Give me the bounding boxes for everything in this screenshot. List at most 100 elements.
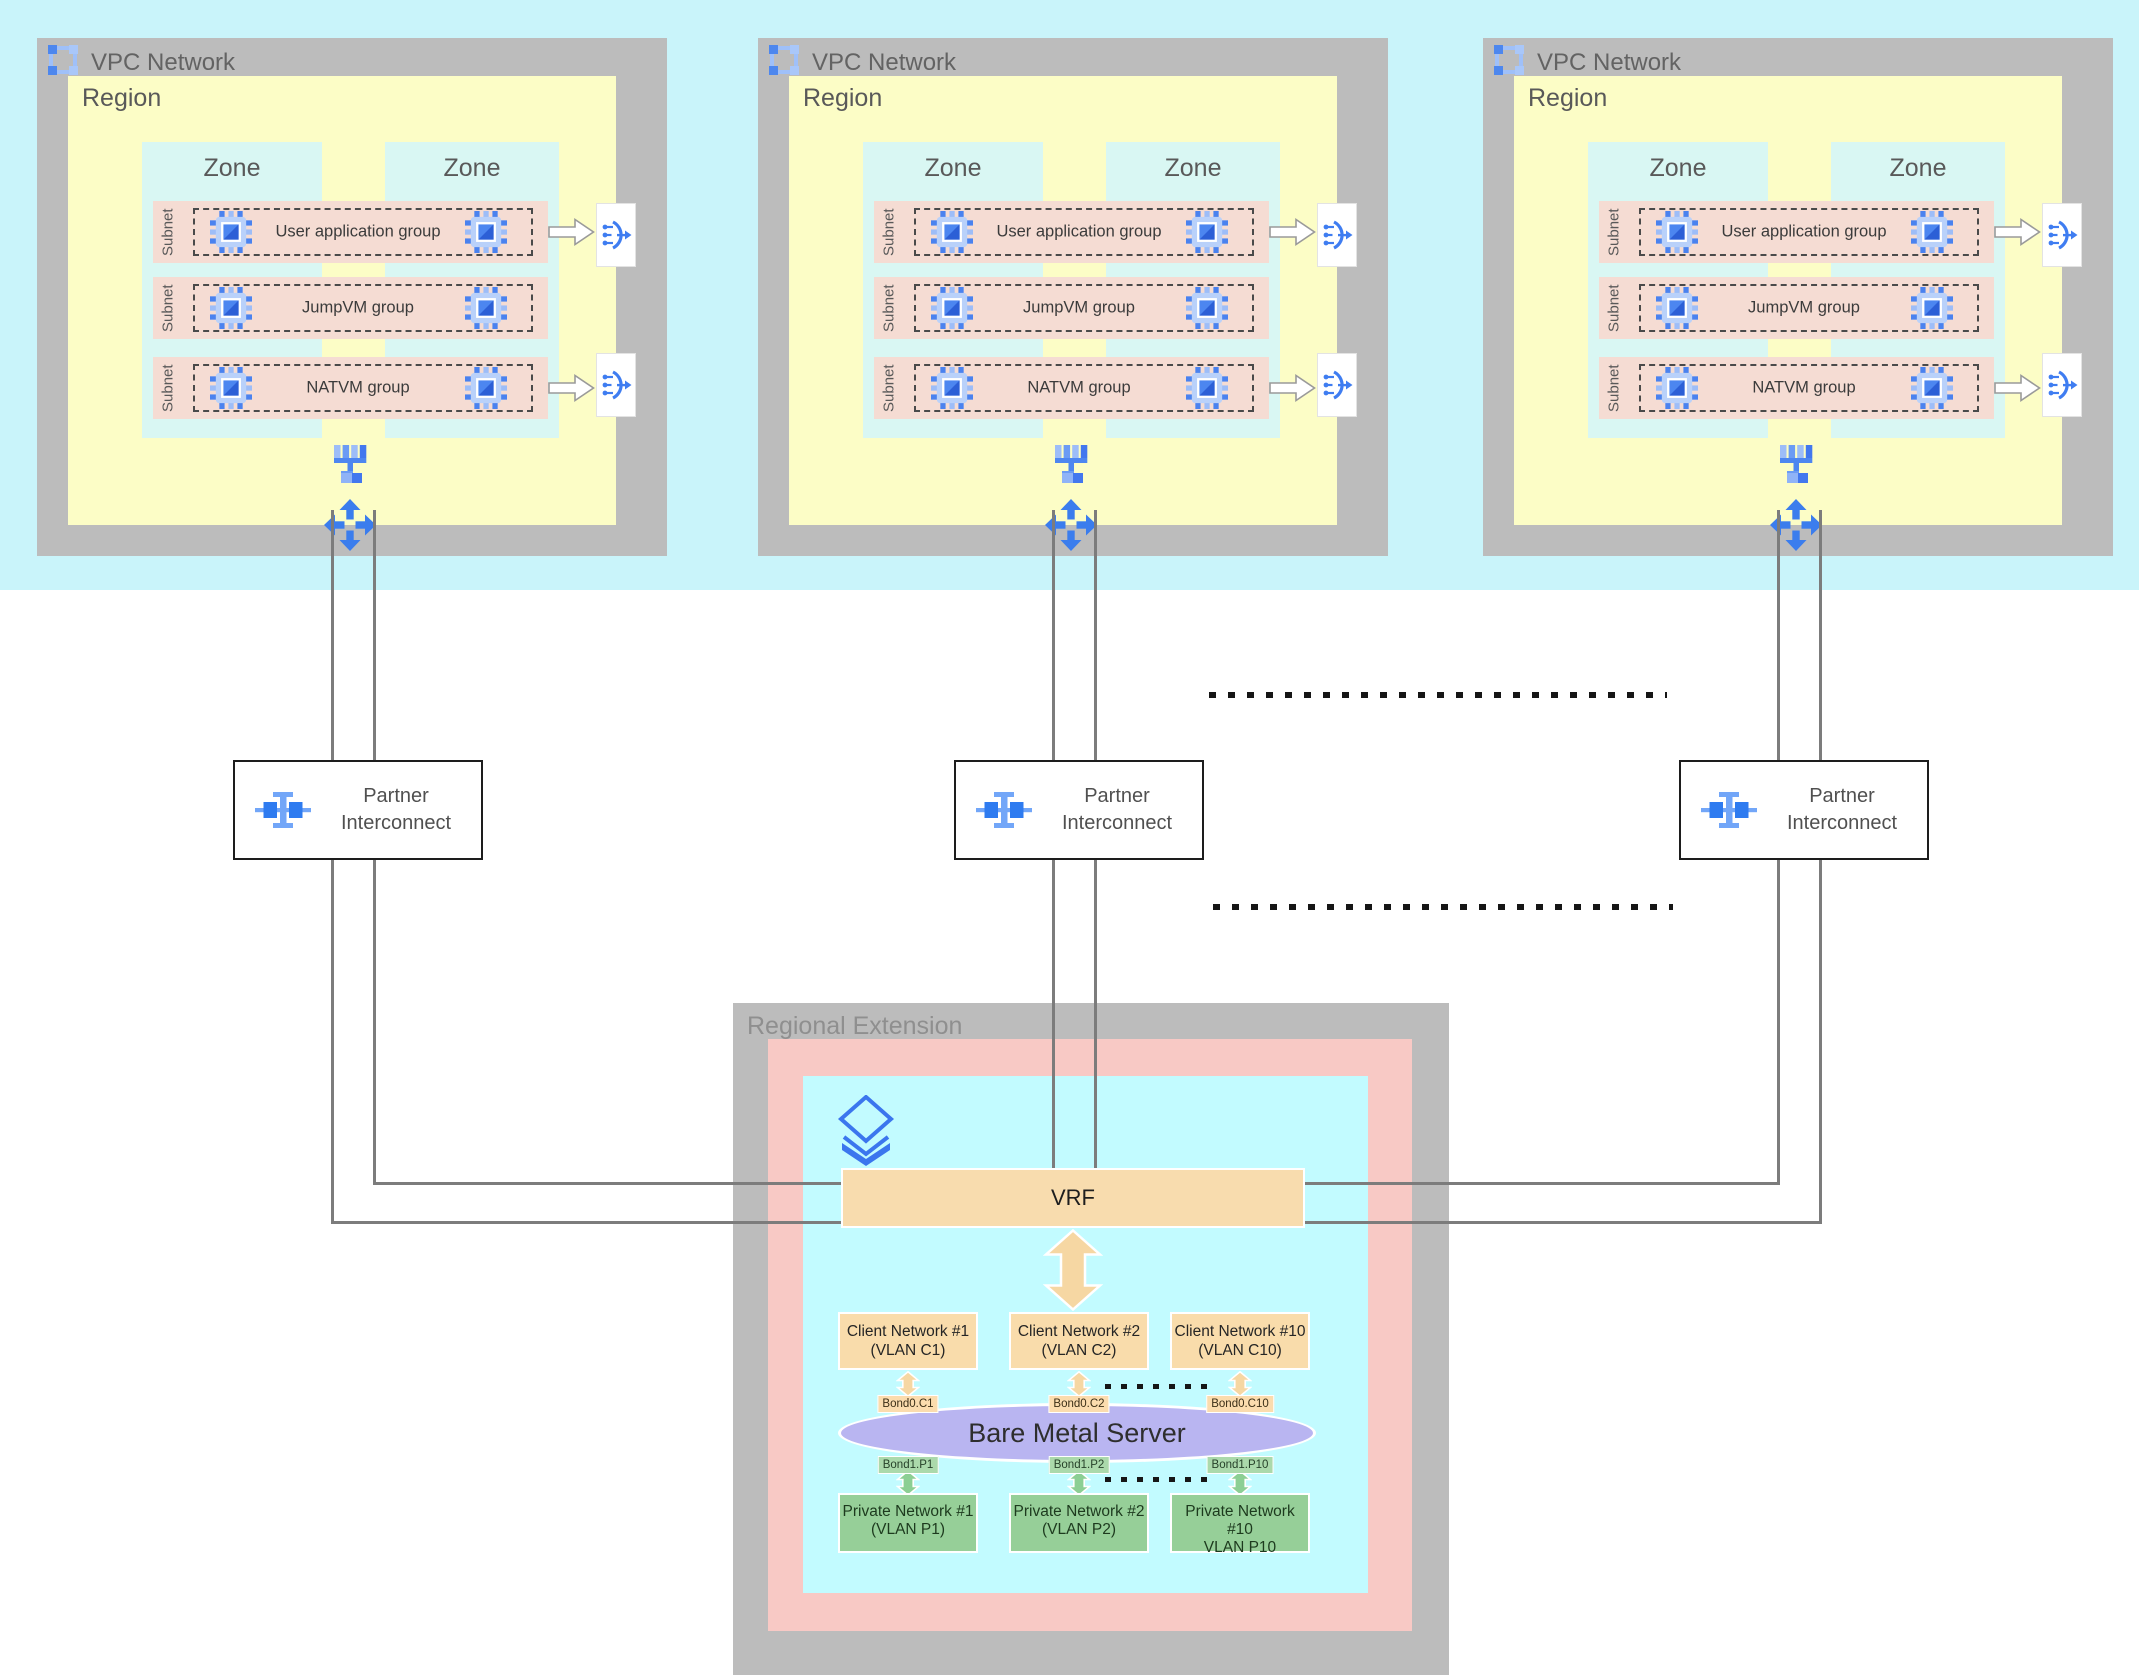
connector-line <box>331 860 334 1223</box>
connector-line <box>1305 1182 1780 1185</box>
connector-line <box>1777 510 1780 760</box>
vm-group-label: User application group <box>275 222 441 241</box>
region-label: Region <box>1528 84 1608 112</box>
zone-label: Zone <box>1164 154 1222 182</box>
zone-label: Zone <box>1649 154 1707 182</box>
bond-interface-label: Bond1.P2 <box>1048 1456 1110 1474</box>
network-switch-icon <box>334 445 367 483</box>
vpc-network-icon <box>48 45 78 75</box>
private-network-box: Private Network #10 VLAN P10 <box>1170 1493 1310 1556</box>
zone-label: Zone <box>1889 154 1947 182</box>
dotted-line <box>1213 904 1673 910</box>
subnet-label: Subnet <box>159 208 177 256</box>
vm-group-box: NATVM group <box>193 364 533 412</box>
vpc-network-label: VPC Network <box>1537 49 1682 76</box>
cloud-nat-box <box>1317 353 1357 417</box>
flow-arrow-icon <box>548 374 595 402</box>
vrf-box: VRF <box>841 1168 1305 1228</box>
bond-interface-label: Bond1.P10 <box>1206 1456 1274 1474</box>
partner-interconnect-label: Partner Interconnect <box>1786 785 1898 834</box>
vm-group-label: JumpVM group <box>1748 298 1860 317</box>
vm-icon <box>210 287 252 329</box>
vm-group-label: NATVM group <box>306 378 410 397</box>
bond-double-arrow-icon <box>1228 1371 1252 1397</box>
vm-icon <box>210 211 252 253</box>
partner-interconnect-box: Partner Interconnect <box>1679 760 1929 860</box>
subnet-row: Subnet NATVM group <box>153 357 548 419</box>
subnet-label: Subnet <box>1605 284 1623 332</box>
bond-interface-label: Bond0.C2 <box>1048 1395 1110 1413</box>
vm-icon <box>931 211 973 253</box>
subnet-row: Subnet NATVM group <box>874 357 1269 419</box>
region-box: Region Zone Zone Subnet User application… <box>1514 76 2062 551</box>
flow-arrow-icon <box>1994 218 2041 246</box>
subnet-row: Subnet NATVM group <box>1599 357 1994 419</box>
subnet-row: Subnet JumpVM group <box>874 277 1269 339</box>
vm-icon <box>931 367 973 409</box>
vm-group-box: User application group <box>193 208 533 256</box>
region-box: Region Zone Zone Subnet User application… <box>68 76 616 551</box>
layers-stack-icon <box>839 1095 893 1167</box>
subnet-row: Subnet User application group <box>153 201 548 263</box>
connector-line <box>373 510 376 760</box>
vm-icon <box>1911 367 1953 409</box>
vrf-double-arrow-icon <box>1044 1229 1102 1311</box>
cloud-nat-icon <box>1321 220 1354 250</box>
vm-group-label: NATVM group <box>1027 378 1131 397</box>
client-network-box: Client Network #1 (VLAN C1) <box>838 1312 978 1370</box>
vm-group-box: JumpVM group <box>193 284 533 332</box>
bond-interface-label: Bond0.C10 <box>1206 1395 1274 1413</box>
vm-icon <box>1186 287 1228 329</box>
connector-line <box>373 860 376 1184</box>
cloud-nat-icon <box>2047 370 2079 400</box>
zone-label: Zone <box>924 154 982 182</box>
cloud-nat-icon <box>600 220 633 250</box>
vm-group-box: NATVM group <box>1639 364 1979 412</box>
private-network-box: Private Network #1 (VLAN P1) <box>838 1493 978 1553</box>
connector-line <box>1819 510 1822 760</box>
subnet-label: Subnet <box>880 208 898 256</box>
connector-line <box>1052 510 1055 760</box>
dotted-line <box>1105 1477 1215 1482</box>
client-network-box: Client Network #2 (VLAN C2) <box>1009 1312 1149 1370</box>
connector-line <box>373 1182 841 1185</box>
cloud-nat-box <box>596 203 636 267</box>
vm-group-box: JumpVM group <box>914 284 1254 332</box>
vpc-network-box: VPC Network Region Zone Zone Subnet User… <box>758 38 1388 556</box>
connector-line <box>331 510 334 760</box>
vpc-network-box: VPC Network Region Zone Zone Subnet User… <box>37 38 667 556</box>
vm-icon <box>465 287 507 329</box>
subnet-label: Subnet <box>159 364 177 412</box>
vm-group-box: User application group <box>1639 208 1979 256</box>
connector-line <box>1094 510 1097 760</box>
connector-line <box>331 1221 841 1224</box>
subnet-row: Subnet User application group <box>874 201 1269 263</box>
cloud-nat-box <box>596 353 636 417</box>
flow-arrow-icon <box>1269 374 1316 402</box>
vm-icon <box>931 287 973 329</box>
vm-icon <box>210 367 252 409</box>
subnet-label: Subnet <box>880 364 898 412</box>
region-box: Region Zone Zone Subnet User application… <box>789 76 1337 551</box>
partner-interconnect-box: Partner Interconnect <box>954 760 1204 860</box>
vpc-network-box: VPC Network Region Zone Zone Subnet User… <box>1483 38 2113 556</box>
network-switch-icon <box>1780 445 1813 483</box>
vm-icon <box>1656 367 1698 409</box>
region-label: Region <box>82 84 162 112</box>
vm-group-box: NATVM group <box>914 364 1254 412</box>
subnet-label: Subnet <box>159 284 177 332</box>
private-network-box: Private Network #2 (VLAN P2) <box>1009 1493 1149 1553</box>
bond-double-arrow-icon <box>1067 1371 1091 1397</box>
connector-line <box>1819 860 1822 1223</box>
partner-interconnect-box: Partner Interconnect <box>233 760 483 860</box>
partner-interconnect-icon <box>1701 792 1757 828</box>
vm-group-label: JumpVM group <box>302 298 414 317</box>
cloud-nat-icon <box>600 370 633 400</box>
vpc-network-label: VPC Network <box>91 49 236 76</box>
bond-double-arrow-icon <box>896 1371 920 1397</box>
connector-line <box>1052 860 1055 1168</box>
dotted-line <box>1105 1384 1215 1389</box>
partner-interconnect-label: Partner Interconnect <box>1061 785 1173 834</box>
vm-group-label: NATVM group <box>1752 378 1856 397</box>
